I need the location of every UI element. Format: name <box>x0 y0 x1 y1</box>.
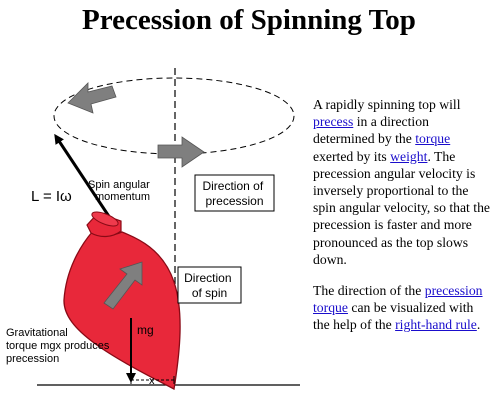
precession-arrow-front-icon <box>157 136 205 168</box>
link-precess[interactable]: precess <box>313 114 354 130</box>
page-title: Precession of Spinning Top <box>82 4 416 36</box>
spin-direction-arrow-icon <box>103 261 143 310</box>
link-right-hand-rule[interactable]: right-hand rule <box>395 317 477 333</box>
angular-momentum-equation: L = Iω <box>31 188 72 205</box>
spin-momentum-label: Spin angular momentum <box>88 179 153 203</box>
description: A rapidly spinning top will precess in a… <box>313 96 493 348</box>
x-label: x <box>149 375 155 387</box>
spinning-top-body <box>63 230 181 390</box>
link-torque[interactable]: torque <box>415 131 451 147</box>
angular-momentum-arrow <box>54 133 118 228</box>
link-precession-torque[interactable]: precession torque <box>313 283 483 316</box>
description-paragraph-2: The direction of the precession torque c… <box>313 283 483 333</box>
precession-direction-box <box>194 174 275 212</box>
description-paragraph-1: A rapidly spinning top will precess in a… <box>313 97 491 267</box>
spinning-top-stem-cap <box>91 211 119 227</box>
link-weight[interactable]: weight <box>390 148 428 164</box>
precession-direction-label: Direction of precession <box>202 179 266 208</box>
spin-direction-label: Direction of spin <box>184 271 235 300</box>
mg-label: mg <box>137 323 154 337</box>
gravitational-torque-label: Gravitational torque mgx produces preces… <box>6 327 112 365</box>
spin-direction-box <box>177 266 242 304</box>
precession-arrow-back-icon <box>67 82 117 114</box>
precession-path-ellipse <box>53 77 295 155</box>
